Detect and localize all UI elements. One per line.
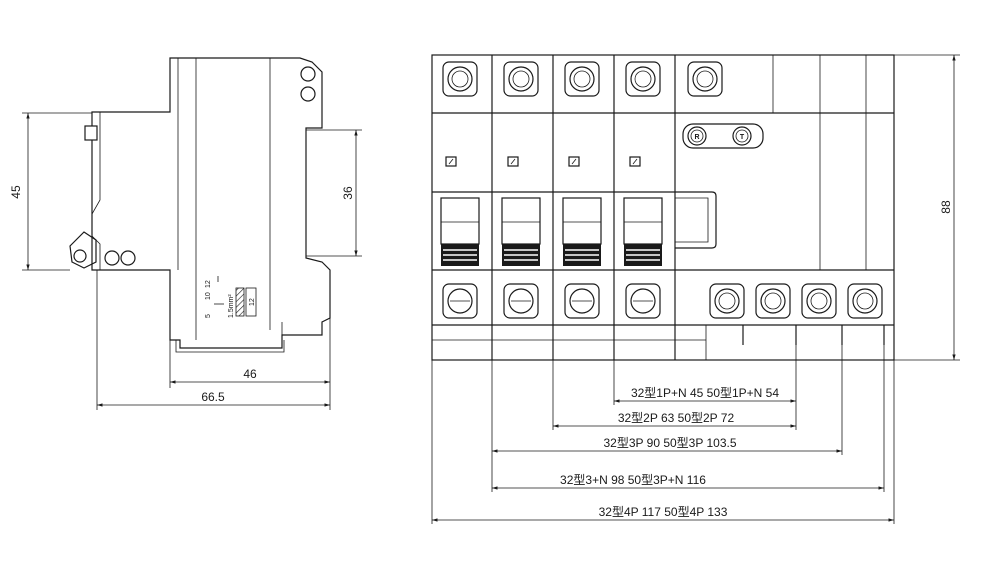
strip-length-label: 12 — [249, 298, 256, 306]
side-view: 5 10 12 12 1.5mm² 45 36 — [9, 57, 362, 410]
dim-88-label: 88 — [939, 200, 953, 214]
dim-45: 45 — [9, 112, 92, 271]
dim-3pn-label: 32型3+N 98 50型3P+N 116 — [560, 473, 706, 487]
front-view: R T — [431, 54, 960, 524]
dim-3p-label: 32型3P 90 50型3P 103.5 — [604, 436, 737, 450]
wire-label-5: 5 — [205, 314, 212, 318]
button-t-label: T — [740, 134, 745, 141]
wire-marking: 5 10 12 12 1.5mm² — [205, 276, 257, 318]
bottom-terminals — [442, 283, 883, 319]
dim-66-5-label: 66.5 — [201, 390, 225, 404]
wire-stubs — [742, 325, 885, 345]
dim-3pn: 32型3+N 98 50型3P+N 116 — [492, 473, 884, 490]
dim-36: 36 — [306, 129, 362, 257]
dim-2p-label: 32型2P 63 50型2P 72 — [618, 411, 735, 425]
dim-36-label: 36 — [341, 186, 355, 200]
dim-45-label: 45 — [9, 185, 23, 199]
dim-46: 46 — [169, 318, 331, 410]
dim-66-5: 66.5 — [96, 270, 330, 410]
dim-1pn-label: 32型1P+N 45 50型1P+N 54 — [631, 386, 779, 400]
toggle-handles — [432, 191, 717, 266]
dim-1pn: 32型1P+N 45 50型1P+N 54 — [614, 386, 796, 403]
status-windows — [445, 156, 641, 167]
dim-46-label: 46 — [243, 367, 257, 381]
dim-4p: 32型4P 117 50型4P 133 — [432, 505, 894, 522]
dim-3p: 32型3P 90 50型3P 103.5 — [492, 436, 842, 453]
side-screw-top — [84, 125, 98, 141]
wire-label-10: 10 — [205, 292, 212, 300]
top-terminals — [442, 61, 723, 97]
button-r-label: R — [694, 134, 699, 141]
dim-2p: 32型2P 63 50型2P 72 — [553, 411, 796, 428]
front-outline — [431, 54, 895, 361]
dim-88: 88 — [894, 54, 960, 361]
side-body-outline — [91, 57, 331, 349]
wire-label-12: 12 — [205, 280, 212, 288]
wire-section-label: 1.5mm² — [228, 294, 235, 318]
rcd-buttons: R T — [682, 123, 764, 149]
dim-4p-label: 32型4P 117 50型4P 133 — [599, 505, 728, 519]
